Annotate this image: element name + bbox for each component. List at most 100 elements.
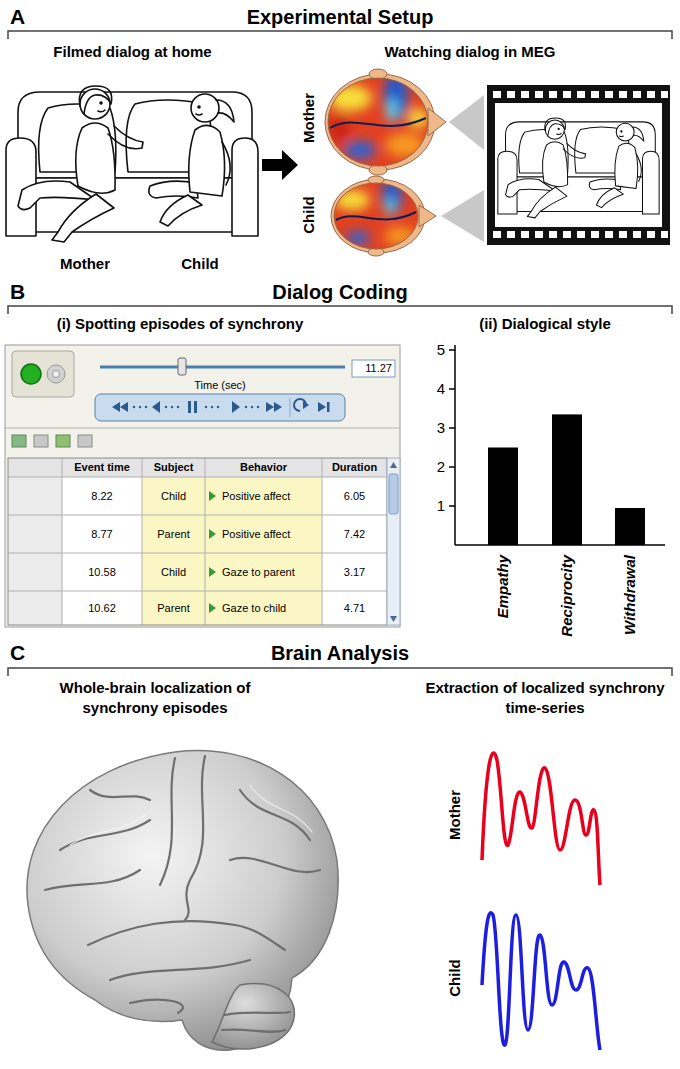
illustration-panel: Filmed dialog at homeMotherChild xyxy=(5,42,262,278)
film-strip xyxy=(487,85,670,245)
software-window xyxy=(290,398,291,417)
meg-head-mother xyxy=(385,133,425,157)
event-table xyxy=(209,491,216,501)
software-window xyxy=(47,365,65,383)
brain-render xyxy=(45,870,140,890)
bar-chart xyxy=(449,349,455,351)
meg-head-child xyxy=(334,183,418,249)
software-window xyxy=(171,406,173,408)
bar-chart xyxy=(615,508,645,545)
brain-render xyxy=(27,751,338,1051)
meg-head-child xyxy=(368,176,384,184)
panel-letter: C xyxy=(10,641,40,665)
software-window xyxy=(152,401,160,413)
panel-heading: Extraction of localized synchrony time-s… xyxy=(415,678,675,718)
meg-head-child xyxy=(336,212,416,220)
time-series xyxy=(482,753,600,885)
meg-head-mother xyxy=(328,72,428,159)
person-label: Child xyxy=(446,938,464,1018)
table-cell: Positive affect xyxy=(222,477,320,515)
person-label: Mother xyxy=(45,254,125,274)
event-table xyxy=(209,491,216,613)
category-label: Empathy xyxy=(494,555,512,647)
meg-head-mother xyxy=(384,72,408,120)
section-band: AExperimental SetupFilmed dialog at home… xyxy=(0,0,680,278)
meg-head-mother xyxy=(386,98,398,122)
meg-head-child xyxy=(330,176,436,256)
meg-panel: Watching dialog in MEGMotherChild xyxy=(298,42,675,258)
software-window xyxy=(217,406,219,408)
event-table xyxy=(390,616,397,622)
table-cell: 7.42 xyxy=(322,515,387,553)
software-window xyxy=(5,428,400,429)
brain-render xyxy=(130,1000,183,1013)
event-table xyxy=(8,553,387,554)
category-label: Reciprocity xyxy=(558,555,576,647)
table-cell: Gaze to child xyxy=(222,591,320,625)
meg-head-mother xyxy=(330,118,426,128)
person-label: Mother xyxy=(300,78,318,158)
meg-head-child xyxy=(331,179,425,253)
slider-label: Time (sec) xyxy=(160,378,280,392)
bar-chart xyxy=(455,544,665,546)
bar-chart xyxy=(449,427,455,429)
software-window xyxy=(56,435,70,447)
table-cell: 8.22 xyxy=(62,477,142,515)
meg-head-mother xyxy=(369,69,387,79)
event-table xyxy=(8,515,387,516)
meg-head-child xyxy=(368,248,384,256)
table-cell: 10.58 xyxy=(62,553,142,591)
table-cell: Child xyxy=(142,553,205,591)
software-window xyxy=(211,406,213,408)
event-table xyxy=(8,458,387,625)
software-window xyxy=(257,406,259,408)
meg-head-child xyxy=(385,197,395,215)
panel-letter: A xyxy=(10,5,40,29)
panel-heading: Whole-brain localization of synchrony ep… xyxy=(25,678,285,718)
film-strip xyxy=(489,91,668,98)
tick-label: 3 xyxy=(421,419,445,437)
software-window xyxy=(232,401,240,413)
meg-head-mother xyxy=(330,114,350,142)
section-bracket xyxy=(8,306,672,314)
software-window xyxy=(100,366,345,369)
section-bracket xyxy=(8,31,672,676)
bar-chart xyxy=(449,388,455,390)
panel-heading: Filmed dialog at home xyxy=(5,42,260,62)
event-table xyxy=(209,603,216,613)
event-table xyxy=(387,458,400,625)
table-cell: 6.05 xyxy=(322,477,387,515)
category-label: Withdrawal xyxy=(621,555,639,647)
software-window xyxy=(266,402,282,412)
time-series xyxy=(482,753,600,1050)
table-cell: Positive affect xyxy=(222,515,320,553)
software-window xyxy=(34,435,48,447)
meg-head-child xyxy=(382,178,402,214)
meg-head-child xyxy=(334,190,370,210)
film-strip xyxy=(489,231,668,238)
time-series xyxy=(482,913,600,1050)
brain-render xyxy=(27,751,338,1051)
software-window xyxy=(165,406,167,408)
software-window xyxy=(112,402,128,412)
software-window xyxy=(205,406,207,408)
meg-head-child xyxy=(330,178,425,255)
software-window xyxy=(12,351,74,397)
table-cell: 4.71 xyxy=(322,591,387,625)
meg-head-mother xyxy=(320,70,440,180)
section-title: Dialog Coding xyxy=(140,280,540,304)
film-strip xyxy=(495,103,662,227)
column-header: Subject xyxy=(142,458,205,477)
software-window xyxy=(294,399,306,411)
brain-render xyxy=(90,790,150,800)
meg-head-mother xyxy=(325,74,435,170)
film-strip xyxy=(487,85,670,245)
tick-label: 1 xyxy=(421,497,445,515)
software-window xyxy=(95,394,345,421)
timeseries-panel: Extraction of localized synchrony time-s… xyxy=(400,678,677,1063)
brain-panel: Whole-brain localization of synchrony ep… xyxy=(5,678,345,1066)
projection-wedge xyxy=(441,95,484,242)
event-table xyxy=(8,458,387,477)
table-cell: 3.17 xyxy=(322,553,387,591)
table-cell: Child xyxy=(142,477,205,515)
